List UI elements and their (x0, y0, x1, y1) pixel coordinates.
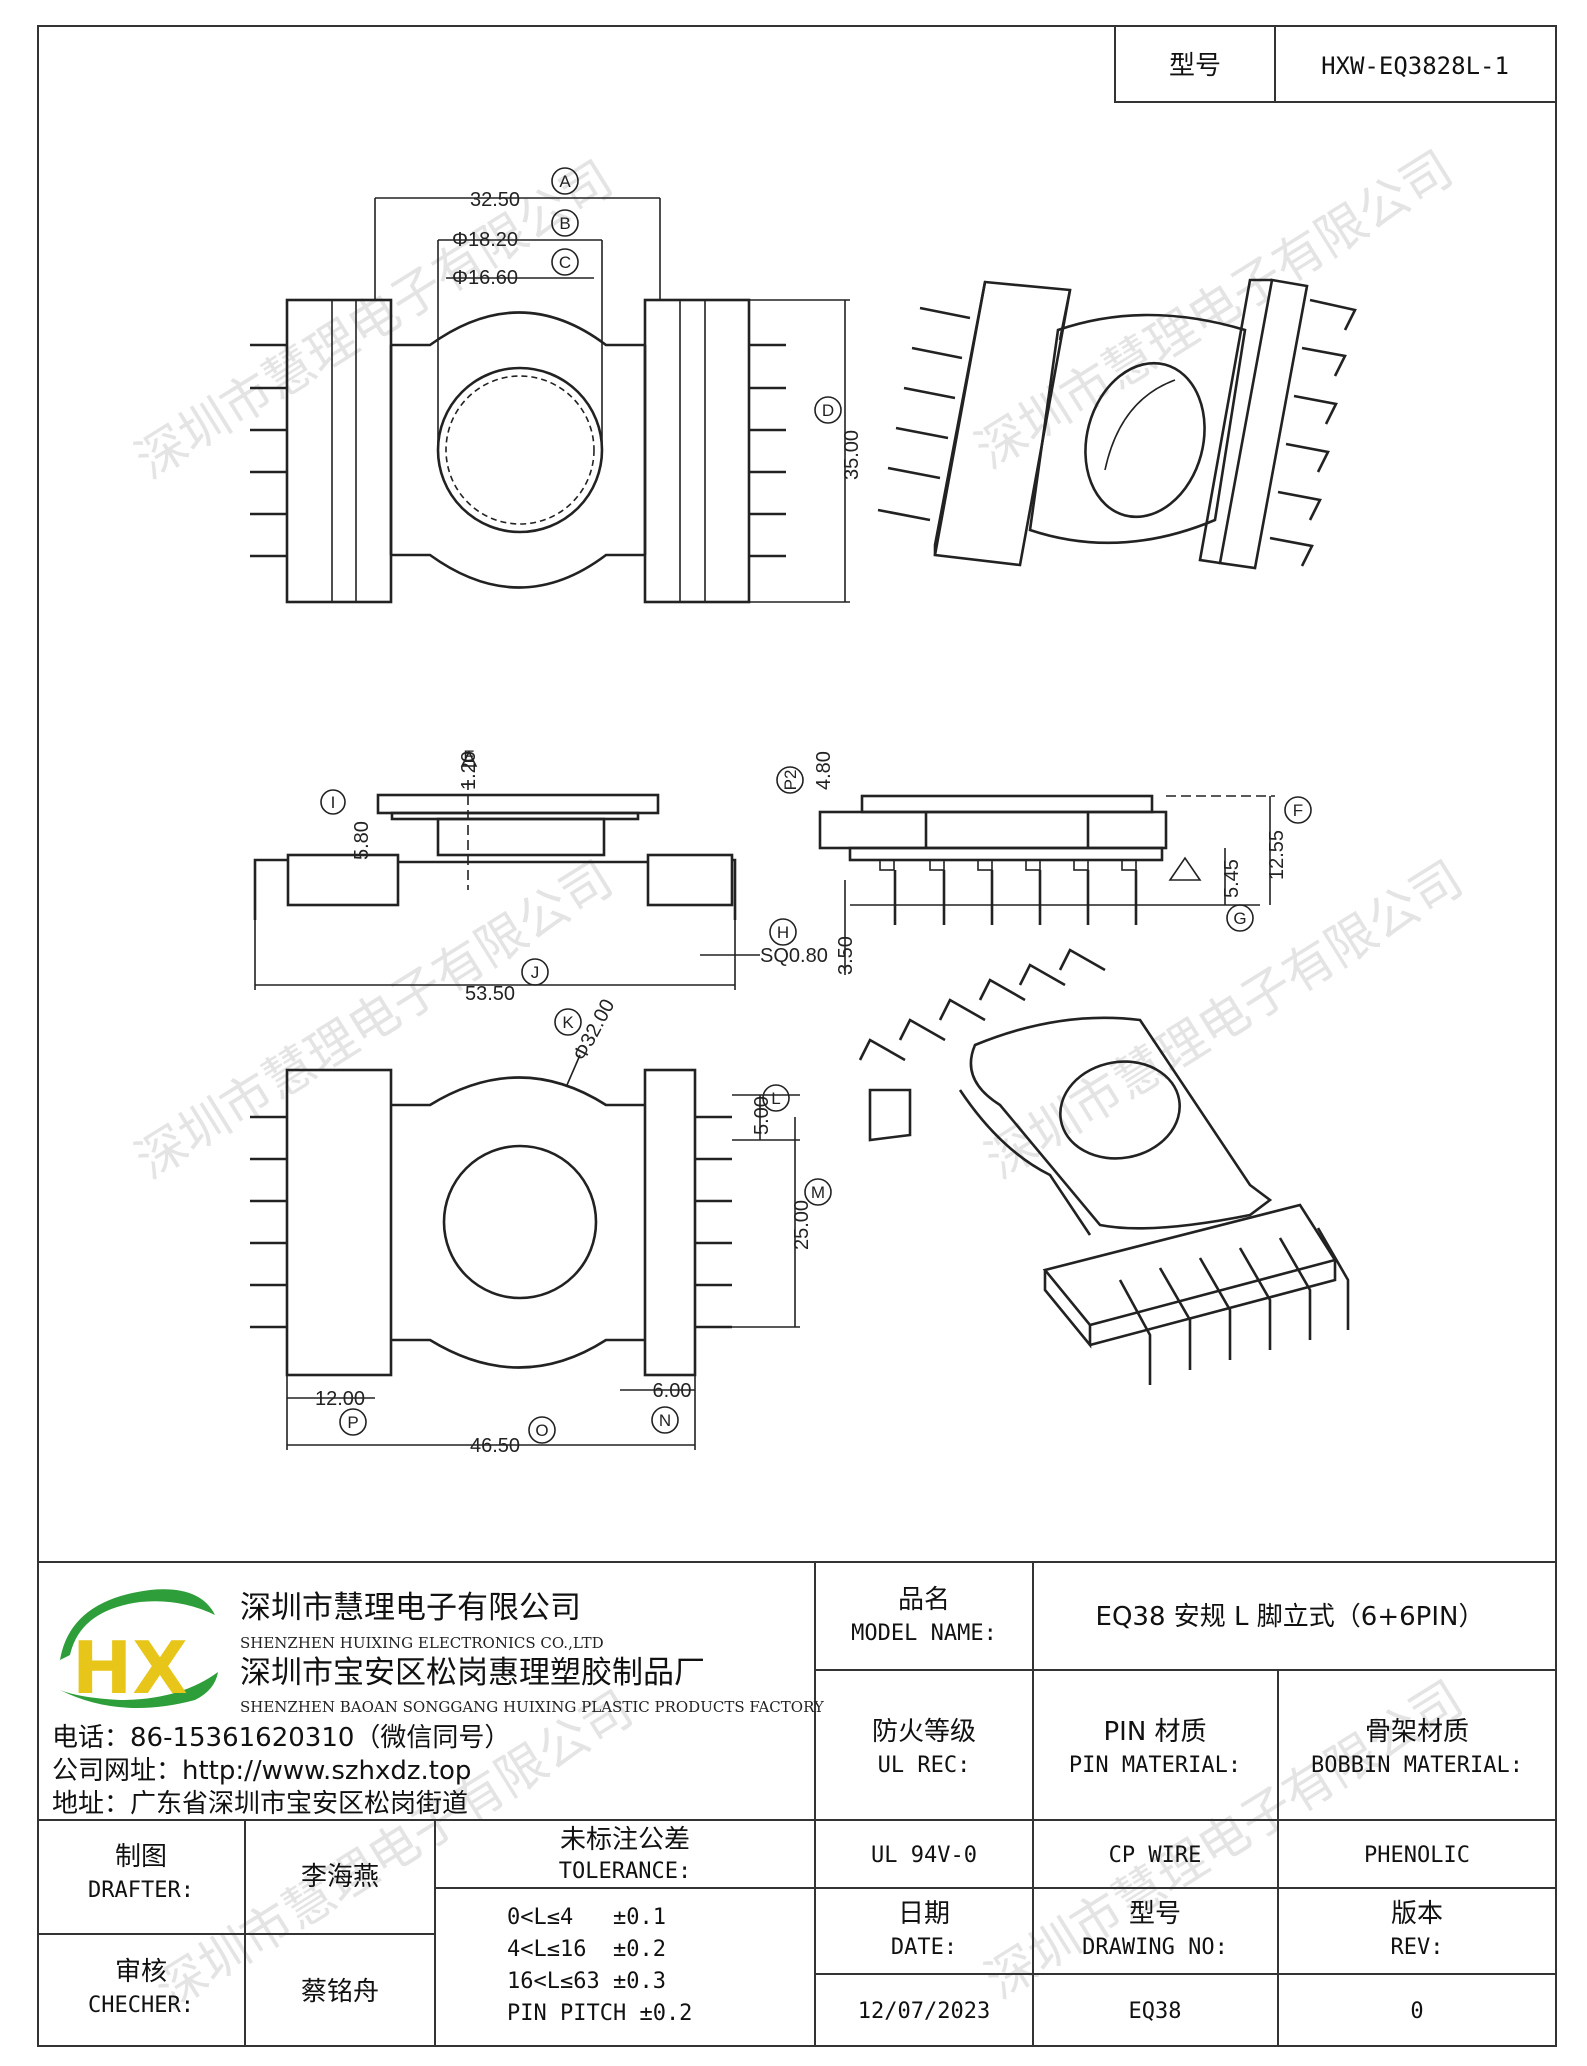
header-model-label: 型号 (1169, 51, 1221, 81)
watermark: 深圳市慧理电子有限公司 (966, 140, 1463, 481)
ul-label-en: UL REC: (878, 1753, 971, 1778)
checker-label-en: CHECHER: (88, 1993, 194, 2018)
callout-n: N (659, 1411, 671, 1430)
date-label-en: DATE: (891, 1935, 957, 1960)
dim-d-value: 35.00 (841, 430, 863, 480)
pin-material-label-cn: PIN 材质 (1103, 1717, 1206, 1747)
model-name-cn: 品名 (898, 1585, 950, 1615)
pin-material-label-en: PIN MATERIAL: (1069, 1753, 1241, 1778)
callout-d: D (822, 401, 834, 420)
callout-a: A (559, 172, 571, 191)
drawing-no-label-cn: 型号 (1129, 1899, 1181, 1929)
bobbin-material-label-cn: 骨架材质 (1365, 1717, 1469, 1747)
tolerance-row: 16<L≤63 ±0.3 (507, 1969, 666, 1994)
dim-f-value: 12.55 (1266, 830, 1288, 880)
header-model-value: HXW-EQ3828L-1 (1321, 52, 1509, 80)
company-phone: 电话：86-15361620310（微信同号） (52, 1723, 510, 1753)
rev-label-en: REV: (1391, 1935, 1444, 1960)
pin-material-value: CP WIRE (1109, 1843, 1202, 1868)
callout-l: L (771, 1089, 780, 1108)
logo-letters: HX (72, 1626, 188, 1710)
header-model-box: 型号 HXW-EQ3828L-1 (1114, 25, 1557, 103)
dim-i-value: 5.80 (351, 821, 373, 860)
dim-c-value: Φ16.60 (452, 267, 518, 289)
callout-b: B (559, 214, 570, 233)
company-name-en: SHENZHEN HUIXING ELECTRONICS CO.,LTD (240, 1634, 604, 1652)
sheet-frame (37, 25, 1557, 2047)
callout-p: P (347, 1413, 358, 1432)
callout-k: K (562, 1013, 574, 1032)
drawing-no-value: EQ38 (1129, 1999, 1182, 2024)
isometric-view-bottom (858, 948, 1350, 1385)
dim-b-value: Φ18.20 (452, 229, 518, 251)
drafter-label-cn: 制图 (115, 1842, 167, 1872)
dim-g-value: 5.45 (1221, 859, 1243, 898)
tolerance-row: PIN PITCH ±0.2 (507, 2001, 692, 2026)
dim-n-value: 6.00 (653, 1380, 692, 1402)
factory-name-cn: 深圳市宝安区松岗惠理塑胶制品厂 (240, 1655, 705, 1691)
checker-name: 蔡铭舟 (301, 1977, 379, 2007)
model-name-value: EQ38 安规 L 脚立式（6+6PIN） (1096, 1602, 1485, 1632)
rev-value: 0 (1410, 1999, 1423, 2024)
dim-pin-length: 3.50 (835, 936, 857, 975)
title-block: HX 深圳市慧理电子有限公司 SHENZHEN HUIXING ELECTRON… (38, 1561, 1556, 2046)
drawing-no-label-en: DRAWING NO: (1082, 1935, 1228, 1960)
bobbin-material-value: PHENOLIC (1364, 1843, 1470, 1868)
dim-a-value: 32.50 (470, 189, 520, 211)
company-address: 地址：广东省深圳市宝安区松岗街道 (52, 1789, 468, 1819)
dim-o-value: 46.50 (470, 1435, 520, 1457)
callout-c: C (559, 253, 571, 272)
tolerance-row: 0<L≤4 ±0.1 (507, 1905, 666, 1930)
callout-p2: P2 (781, 770, 800, 791)
dim-l-value: 5.00 (751, 1096, 773, 1135)
dim-p-value: 12.00 (315, 1388, 365, 1410)
company-name-cn: 深圳市慧理电子有限公司 (240, 1590, 581, 1626)
dim-k-value: Φ32.00 (569, 996, 619, 1065)
rev-label-cn: 版本 (1391, 1899, 1443, 1929)
dim-e-value: 1.20 (458, 751, 480, 790)
company-website: 公司网址：http://www.szhxdz.top (52, 1756, 471, 1786)
front-view: 12.55 F 5.45 G 4.80 P2 3.50 (776, 751, 1312, 975)
callout-i: I (331, 793, 336, 812)
drafter-name: 李海燕 (301, 1862, 379, 1892)
bottom-view: Φ32.00 K 5.00 L 25.00 M 12.00 P 6.00 N 4… (250, 996, 832, 1457)
callout-o: O (535, 1421, 548, 1440)
date-value: 12/07/2023 (858, 1999, 990, 2024)
top-view: 32.50 A Φ18.20 B Φ16.60 C 35.00 D (250, 167, 863, 604)
dim-p2-value: 4.80 (813, 751, 835, 790)
factory-name-en: SHENZHEN BAOAN SONGGANG HUIXING PLASTIC … (240, 1698, 825, 1716)
ul-value: UL 94V-0 (871, 1843, 977, 1868)
callout-j: J (531, 963, 540, 982)
dim-j-value: 53.50 (465, 983, 515, 1005)
ul-label-cn: 防火等级 (872, 1717, 976, 1747)
watermark: 深圳市慧理电子有限公司 (126, 850, 623, 1191)
tolerance-label-cn: 未标注公差 (560, 1825, 690, 1855)
date-label-cn: 日期 (898, 1899, 950, 1929)
callout-f: F (1293, 801, 1303, 820)
side-view: 1.20 E 5.80 I 53.50 J SQ0.80 H (253, 747, 828, 1005)
callout-e: E (463, 747, 474, 766)
bobbin-material-label-en: BOBBIN MATERIAL: (1311, 1753, 1523, 1778)
drafter-label-en: DRAFTER: (88, 1878, 194, 1903)
tolerance-row: 4<L≤16 ±0.2 (507, 1937, 666, 1962)
checker-label-cn: 审核 (115, 1957, 167, 1987)
callout-h: H (777, 923, 789, 942)
tolerance-label-en: TOLERANCE: (559, 1859, 691, 1884)
dim-h-value: SQ0.80 (760, 945, 828, 967)
dim-m-value: 25.00 (791, 1200, 813, 1250)
model-name-en: MODEL NAME: (851, 1621, 997, 1646)
isometric-view-top (877, 278, 1357, 570)
callout-m: M (811, 1183, 825, 1202)
company-logo: HX (60, 1589, 218, 1710)
callout-g: G (1233, 909, 1246, 928)
